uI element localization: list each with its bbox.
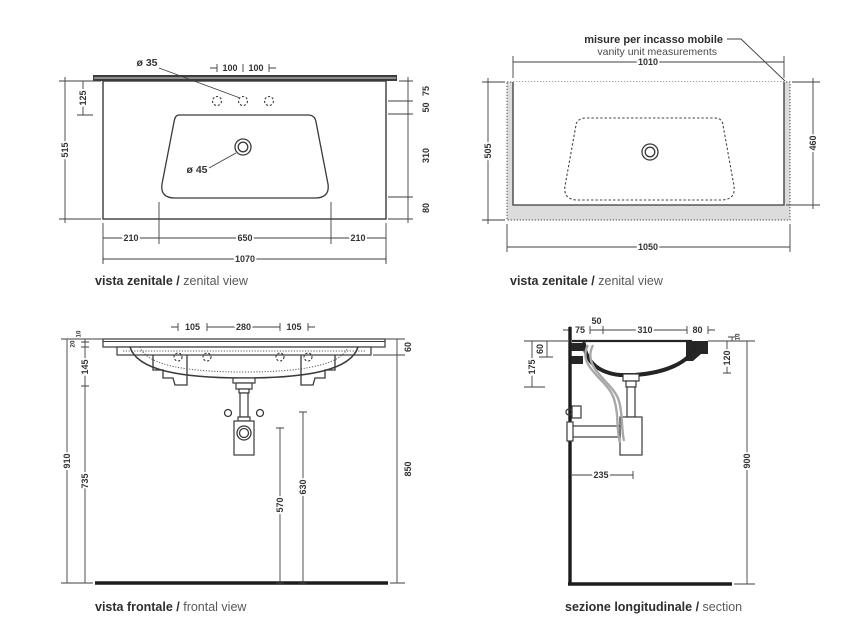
dim-outer-depth: 505: [483, 143, 493, 158]
dimensions: 1010 505 460 1050: [481, 55, 820, 254]
dim-height-total: 910: [62, 453, 72, 468]
dim-trap-offset: 235: [593, 470, 608, 480]
dimensions-left: 60 175: [524, 340, 568, 388]
dim-right-front: 80: [421, 203, 431, 213]
dim-width-total: 1070: [235, 254, 255, 264]
basin-outline: [161, 114, 329, 199]
dim-bracket-drop: 145: [80, 359, 90, 374]
dim-right-back: 75: [421, 86, 431, 96]
zenital-vanity-view: misure per incasso mobile vanity unit me…: [481, 34, 820, 254]
dimension-trap-offset: 235: [572, 468, 634, 482]
drain-hole: [641, 143, 659, 161]
dim-depth-total: 515: [60, 142, 70, 157]
dim-right-holes: 50: [421, 102, 431, 112]
dim-slab: 20: [70, 340, 77, 347]
dim-hole-pitch-right: 100: [248, 63, 263, 73]
caption-zenital-sink: vista zenitale / zenital view: [95, 274, 248, 288]
dim-right-basin: 310: [421, 148, 431, 163]
dim-front-height: 120: [722, 350, 732, 365]
label-hole-diameter: ø 35: [136, 57, 157, 69]
dimensions-right: 60 850: [373, 338, 413, 584]
dim-basin-depth: 310: [637, 325, 652, 335]
caption-italian: vista zenitale /: [510, 274, 595, 288]
caption-english: section: [699, 600, 743, 614]
basin-hidden-outline: [564, 117, 735, 201]
annotation-line2: vanity unit measurements: [597, 46, 717, 58]
dim-drain-height: 630: [298, 479, 308, 494]
dimensions-top: 75 50 310 80: [563, 316, 715, 337]
caption-italian: sezione longitudinale /: [565, 600, 700, 614]
drain-trap: [223, 377, 265, 456]
caption-zenital-vanity: vista zenitale / zenital view: [510, 274, 663, 288]
dim-front-edge: 60: [403, 342, 413, 352]
dim-wall-gap: 75: [575, 325, 585, 335]
annotation-line1: misure per incasso mobile: [584, 34, 723, 46]
dim-wall-height: 900: [742, 453, 752, 468]
vanity-outline: [506, 81, 791, 221]
caption-english: zenital view: [179, 274, 248, 288]
dimensions-center: 630 570: [273, 411, 310, 584]
dim-top-left: 105: [185, 322, 200, 332]
dim-top-center: 280: [236, 322, 251, 332]
leader-hole-diameter: [158, 67, 241, 99]
dim-front-lip: 10: [735, 333, 742, 340]
dim-outer-width: 1050: [638, 242, 658, 252]
dim-front-overhang: 80: [692, 325, 702, 335]
faucet-holes: [211, 95, 275, 107]
dim-inner-width: 1010: [638, 57, 658, 67]
dim-hole-pitch-left: 100: [222, 63, 237, 73]
dim-top-right: 105: [286, 322, 301, 332]
dim-bottom-left: 210: [123, 233, 138, 243]
dim-back-drop: 175: [527, 359, 537, 374]
dimensions-right: 10 120 900: [708, 333, 755, 585]
trap-plumbing: [565, 373, 643, 456]
caption-section: sezione longitudinale / section: [565, 600, 742, 614]
dim-bottom-center: 650: [237, 233, 252, 243]
sink-top-outline: [93, 75, 397, 220]
dimensions-top: 105 280 105: [171, 320, 315, 334]
dim-trap-height: 570: [275, 497, 285, 512]
dim-underside-height: 850: [403, 461, 413, 476]
dim-lip: 10: [76, 330, 83, 337]
dim-back-height: 60: [535, 344, 545, 354]
dimensions: 100 100 ø 35 ø 45 125 515 75 50 310 80 2…: [58, 57, 431, 266]
caption-english: zenital view: [594, 274, 663, 288]
dim-inner-depth: 460: [808, 135, 818, 150]
vanity-annotation: misure per incasso mobile vanity unit me…: [584, 34, 786, 82]
right-bracket: [300, 355, 336, 386]
supply-hoses: [584, 344, 626, 444]
caption-italian: vista zenitale /: [95, 274, 180, 288]
dim-back-offset: 125: [78, 90, 88, 105]
dim-lower-height: 735: [80, 473, 90, 488]
frontal-view: 105 280 105: [60, 320, 413, 585]
section-view: 75 50 310 80: [524, 316, 755, 586]
caption-english: frontal view: [179, 600, 247, 614]
caption-frontal: vista frontale / frontal view: [95, 600, 246, 614]
dim-hole-offset: 50: [591, 316, 601, 326]
wall-floor-lines: [568, 327, 732, 586]
dimensions-left: 910 10 20 145 735: [60, 330, 103, 584]
zenital-sink-view: 100 100 ø 35 ø 45 125 515 75 50 310 80 2…: [58, 57, 431, 266]
leader-drain-diameter: [208, 152, 237, 169]
drain-hole: [234, 138, 252, 156]
left-bracket: [152, 355, 188, 386]
dim-bottom-right: 210: [350, 233, 365, 243]
annotation-leader: [727, 38, 786, 82]
label-drain-diameter: ø 45: [186, 164, 207, 176]
caption-italian: vista frontale /: [95, 600, 180, 614]
